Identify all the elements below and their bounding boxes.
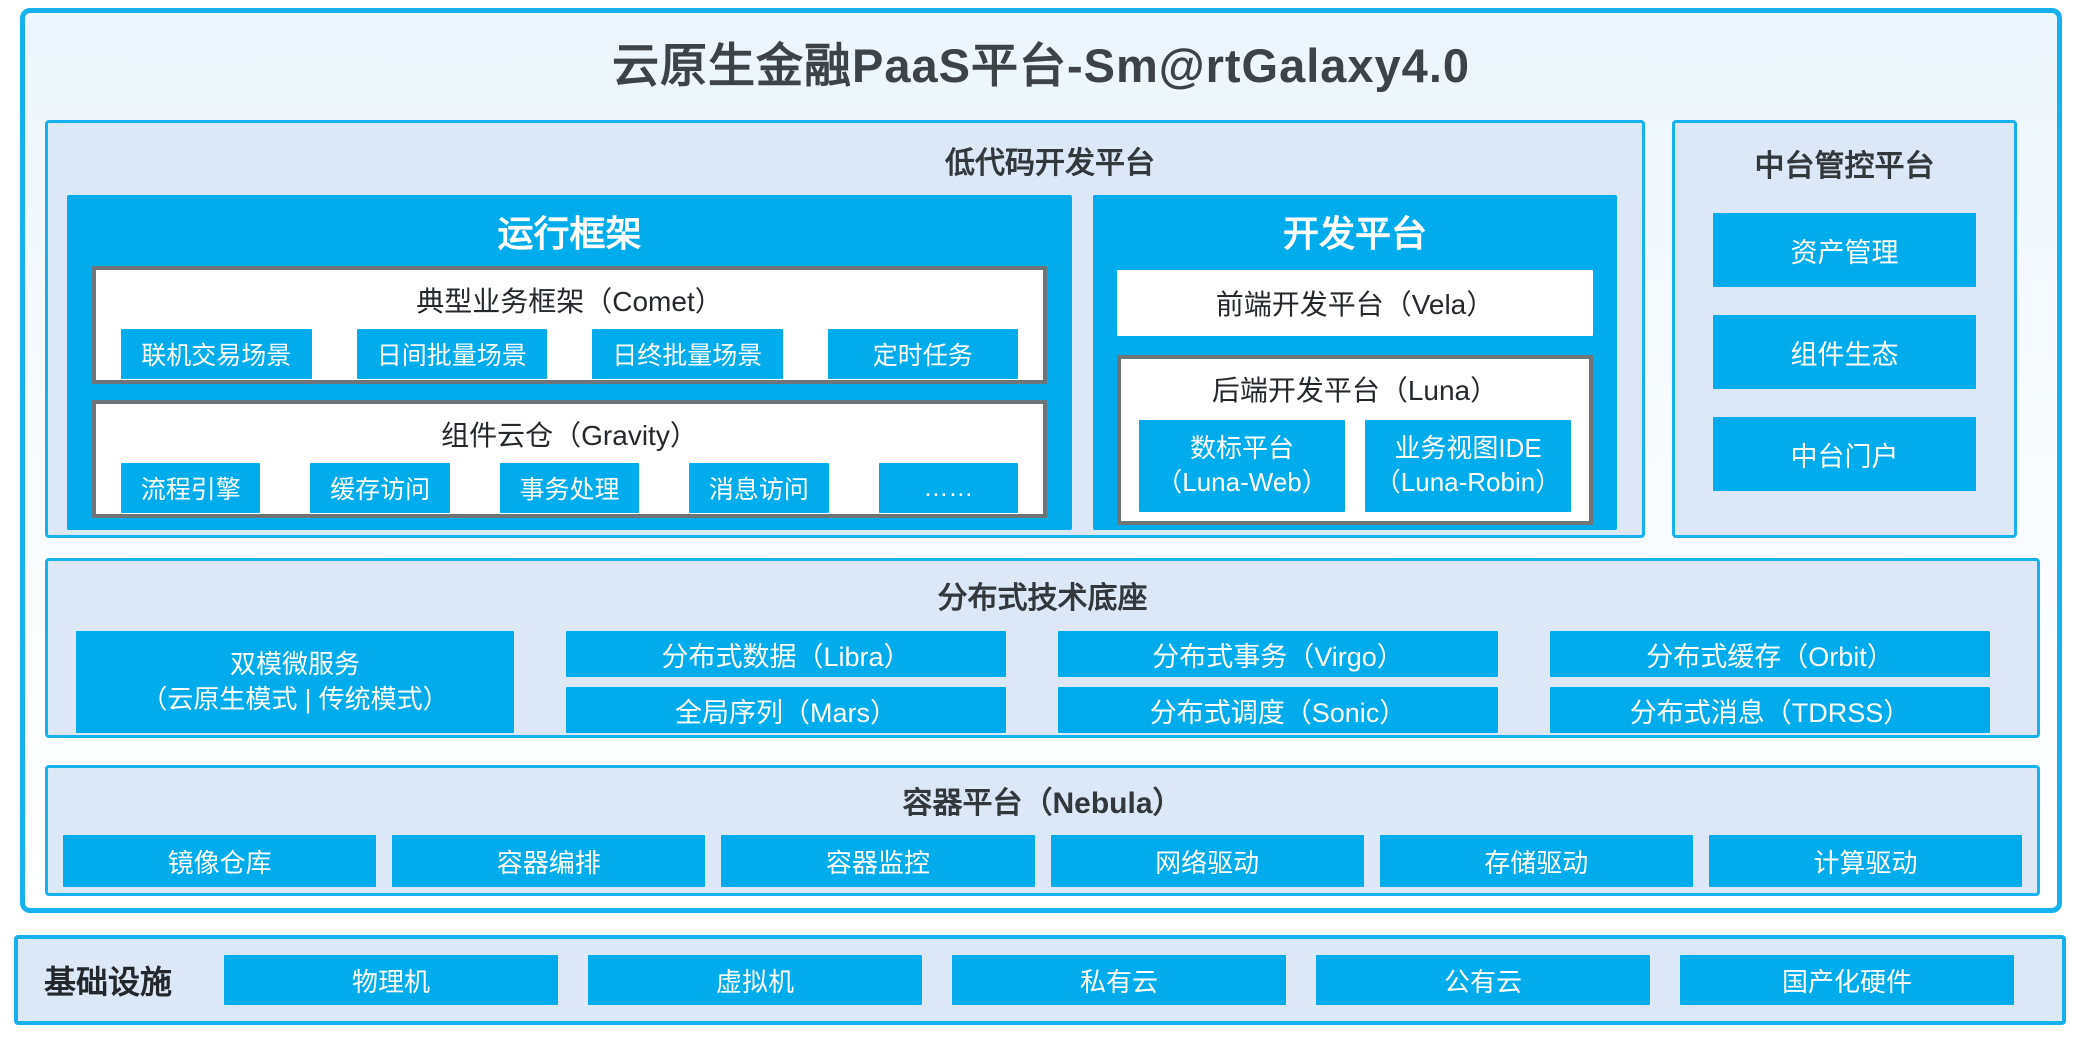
box-vela: 前端开发平台（Vela） xyxy=(1117,270,1593,336)
container-platform-items: 镜像仓库 容器编排 容器监控 网络驱动 存储驱动 计算驱动 xyxy=(63,835,2023,887)
dist-item-global-sequence-mars: 全局序列（Mars） xyxy=(566,687,1006,733)
dist-item-distributed-scheduling-sonic: 分布式调度（Sonic） xyxy=(1058,687,1498,733)
luna-web-code: （Luna-Web） xyxy=(1156,467,1328,497)
dist-item-distributed-transaction-virgo: 分布式事务（Virgo） xyxy=(1058,631,1498,677)
container-item-storage-driver: 存储驱动 xyxy=(1379,835,1693,887)
page-title: 云原生金融PaaS平台-Sm@rtGalaxy4.0 xyxy=(611,39,1471,92)
mgmt-item-middle-portal: 中台门户 xyxy=(1713,417,1976,491)
infra-item-domestic-hardware: 国产化硬件 xyxy=(1680,955,2014,1005)
mgmt-item-asset-management: 资产管理 xyxy=(1713,213,1976,287)
luna-item-luna-robin: 业务视图IDE （Luna-Robin） xyxy=(1365,420,1571,512)
infra-item-private-cloud: 私有云 xyxy=(952,955,1286,1005)
comet-items: 联机交易场景 日间批量场景 日终批量场景 定时任务 xyxy=(121,329,1018,379)
dual-mode-line1: 双模微服务 xyxy=(229,648,360,679)
distributed-header: 分布式技术底座 xyxy=(937,582,1148,615)
container-item-orchestration: 容器编排 xyxy=(392,835,706,887)
dist-item-distributed-message-tdrss: 分布式消息（TDRSS） xyxy=(1550,687,1990,733)
container-item-compute-driver: 计算驱动 xyxy=(1708,835,2023,887)
container-item-monitoring: 容器监控 xyxy=(721,835,1035,887)
luna-item-luna-web: 数标平台 （Luna-Web） xyxy=(1139,420,1345,512)
luna-robin-name: 业务视图IDE xyxy=(1394,433,1542,464)
luna-robin-code: （Luna-Robin） xyxy=(1374,467,1562,497)
gravity-items: 流程引擎 缓存访问 事务处理 消息访问 …… xyxy=(121,463,1019,513)
luna-items: 数标平台 （Luna-Web） 业务视图IDE （Luna-Robin） xyxy=(1139,420,1571,512)
gravity-title: 组件云仓（Gravity） xyxy=(441,420,698,451)
panel-distributed: 分布式技术底座 双模微服务 （云原生模式 | 传统模式） 分布式数据（Libra… xyxy=(45,558,2040,738)
box-gravity: 组件云仓（Gravity） 流程引擎 缓存访问 事务处理 消息访问 …… xyxy=(92,400,1047,518)
luna-title: 后端开发平台（Luna） xyxy=(1211,375,1499,406)
comet-item-daytime-batch: 日间批量场景 xyxy=(356,329,547,379)
dist-item-dual-mode-microservice: 双模微服务 （云原生模式 | 传统模式） xyxy=(76,631,514,733)
infra-item-public-cloud: 公有云 xyxy=(1316,955,1650,1005)
panel-lowcode: 低代码开发平台 运行框架 典型业务框架（Comet） 联机交易场景 日间批量场景… xyxy=(45,120,1645,538)
dist-item-distributed-cache-orbit: 分布式缓存（Orbit） xyxy=(1550,631,1990,677)
box-run-framework: 运行框架 典型业务框架（Comet） 联机交易场景 日间批量场景 日终批量场景 … xyxy=(67,195,1072,530)
lowcode-body: 运行框架 典型业务框架（Comet） 联机交易场景 日间批量场景 日终批量场景 … xyxy=(67,195,1617,530)
box-comet: 典型业务框架（Comet） 联机交易场景 日间批量场景 日终批量场景 定时任务 xyxy=(92,266,1047,384)
infrastructure-items: 物理机 虚拟机 私有云 公有云 国产化硬件 xyxy=(224,955,2014,1005)
dual-mode-line2: （云原生模式 | 传统模式） xyxy=(141,684,449,714)
comet-item-scheduled-task: 定时任务 xyxy=(827,329,1018,379)
comet-title: 典型业务框架（Comet） xyxy=(416,286,723,317)
panel-container-platform: 容器平台（Nebula） 镜像仓库 容器编排 容器监控 网络驱动 存储驱动 计算… xyxy=(45,765,2040,896)
infrastructure-label: 基础设施 xyxy=(44,964,173,1000)
panel-mgmt: 中台管控平台 资产管理 组件生态 中台门户 xyxy=(1672,120,2017,538)
mgmt-header: 中台管控平台 xyxy=(1754,150,1935,183)
container-item-image-registry: 镜像仓库 xyxy=(63,835,377,887)
distributed-grid: 双模微服务 （云原生模式 | 传统模式） 分布式数据（Libra） 分布式事务（… xyxy=(76,631,1990,733)
mgmt-item-component-ecosystem: 组件生态 xyxy=(1713,315,1976,389)
run-framework-title: 运行框架 xyxy=(497,213,642,254)
dist-item-distributed-data-libra: 分布式数据（Libra） xyxy=(566,631,1006,677)
luna-web-name: 数标平台 xyxy=(1189,433,1294,464)
infra-item-physical-machine: 物理机 xyxy=(224,955,558,1005)
container-platform-header: 容器平台（Nebula） xyxy=(902,787,1183,820)
gravity-item-cache-access: 缓存访问 xyxy=(310,463,450,513)
box-luna: 后端开发平台（Luna） 数标平台 （Luna-Web） 业务视图IDE （Lu… xyxy=(1117,355,1593,525)
container-item-network-driver: 网络驱动 xyxy=(1050,835,1364,887)
dev-platform-title: 开发平台 xyxy=(1282,213,1427,254)
gravity-item-process-engine: 流程引擎 xyxy=(121,463,261,513)
lowcode-header: 低代码开发平台 xyxy=(945,147,1155,180)
panel-infrastructure: 基础设施 物理机 虚拟机 私有云 公有云 国产化硬件 xyxy=(14,935,2066,1025)
box-dev-platform: 开发平台 前端开发平台（Vela） 后端开发平台（Luna） 数标平台 （Lun… xyxy=(1093,195,1617,530)
comet-item-online-trading: 联机交易场景 xyxy=(121,329,312,379)
main-frame: 云原生金融PaaS平台-Sm@rtGalaxy4.0 低代码开发平台 运行框架 … xyxy=(20,8,2062,913)
comet-item-eod-batch: 日终批量场景 xyxy=(592,329,783,379)
gravity-item-ellipsis: …… xyxy=(878,463,1019,513)
infra-item-virtual-machine: 虚拟机 xyxy=(588,955,922,1005)
gravity-item-transaction: 事务处理 xyxy=(499,463,640,513)
gravity-item-message-access: 消息访问 xyxy=(689,463,829,513)
